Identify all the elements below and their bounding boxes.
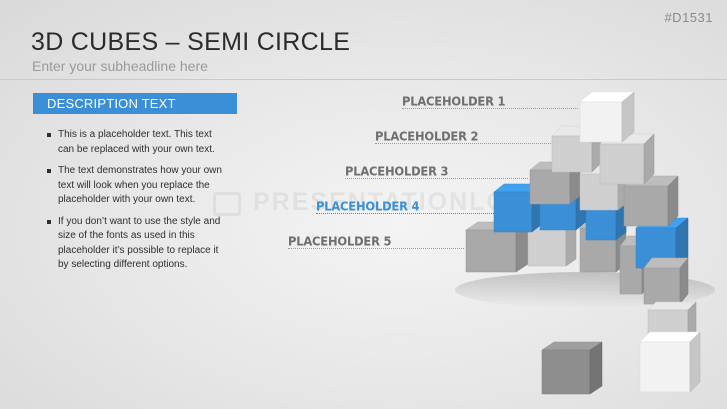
cube-l2-2-side [643, 133, 655, 185]
description-heading-box[interactable]: DESCRIPTION TEXT [33, 93, 237, 114]
cube-top-front [579, 101, 623, 143]
bullet-square-icon [47, 219, 51, 224]
placeholder-5-label[interactable]: PLACEHOLDER 5 [288, 233, 392, 249]
placeholder-2-label[interactable]: PLACEHOLDER 2 [375, 128, 479, 144]
cube-l2-2-front [599, 143, 645, 185]
bullet-text: The text demonstrates how your own text … [58, 165, 222, 205]
slide-title[interactable]: 3D CUBES – SEMI CIRCLE [31, 28, 351, 56]
cube-right-1 [643, 257, 689, 305]
title-divider [0, 79, 727, 80]
placeholder-1-label[interactable]: PLACEHOLDER 1 [402, 93, 506, 109]
cube-l3-3-side [667, 175, 679, 227]
placeholder-4-label[interactable]: PLACEHOLDER 4 [316, 198, 420, 214]
slide-subtitle[interactable]: Enter your subheadline here [32, 58, 208, 74]
cube-top [579, 91, 635, 143]
cube-right-1-front [643, 267, 681, 305]
cube-right-1-side [679, 257, 689, 305]
bullet-square-icon [47, 133, 51, 137]
cube-base-1-front [465, 229, 517, 273]
placeholder-5-leader [288, 248, 464, 249]
cube-loose [541, 341, 603, 395]
cube-right-2-top [647, 301, 697, 311]
cube-right-3 [639, 331, 701, 393]
placeholder-3-label[interactable]: PLACEHOLDER 3 [345, 163, 449, 179]
bullet-square-icon [47, 169, 51, 173]
cube-right-3-side [689, 331, 701, 393]
cube-blue-1-front [493, 191, 533, 233]
placeholder-4-leader [316, 213, 494, 214]
description-bullets[interactable]: This is a placeholder text. This text ca… [38, 128, 224, 280]
cube-right-3-front [639, 341, 691, 393]
bullet-item: If you don’t want to use the style and s… [38, 215, 224, 273]
bullet-item: This is a placeholder text. This text ca… [38, 128, 224, 157]
bullet-item: The text demonstrates how your own text … [38, 164, 224, 208]
cube-right-3-top [639, 331, 701, 343]
description-heading: DESCRIPTION TEXT [47, 96, 176, 111]
bullet-text: This is a placeholder text. This text ca… [58, 129, 215, 155]
watermark-chat-icon [213, 192, 241, 216]
cube-loose-side [589, 341, 603, 395]
cube-base-2-front [527, 225, 567, 267]
placeholder-1-leader [402, 108, 578, 109]
cube-l3-1-front [529, 169, 571, 205]
cube-l3-3 [623, 175, 679, 227]
bullet-text: If you don’t want to use the style and s… [58, 215, 221, 271]
slide-id: #D1531 [664, 10, 713, 25]
cube-l3-3-front [623, 185, 669, 227]
cube-loose-front [541, 349, 591, 395]
placeholder-3-leader [345, 178, 528, 179]
cube-top-side [621, 91, 635, 143]
placeholder-2-leader [375, 143, 553, 144]
